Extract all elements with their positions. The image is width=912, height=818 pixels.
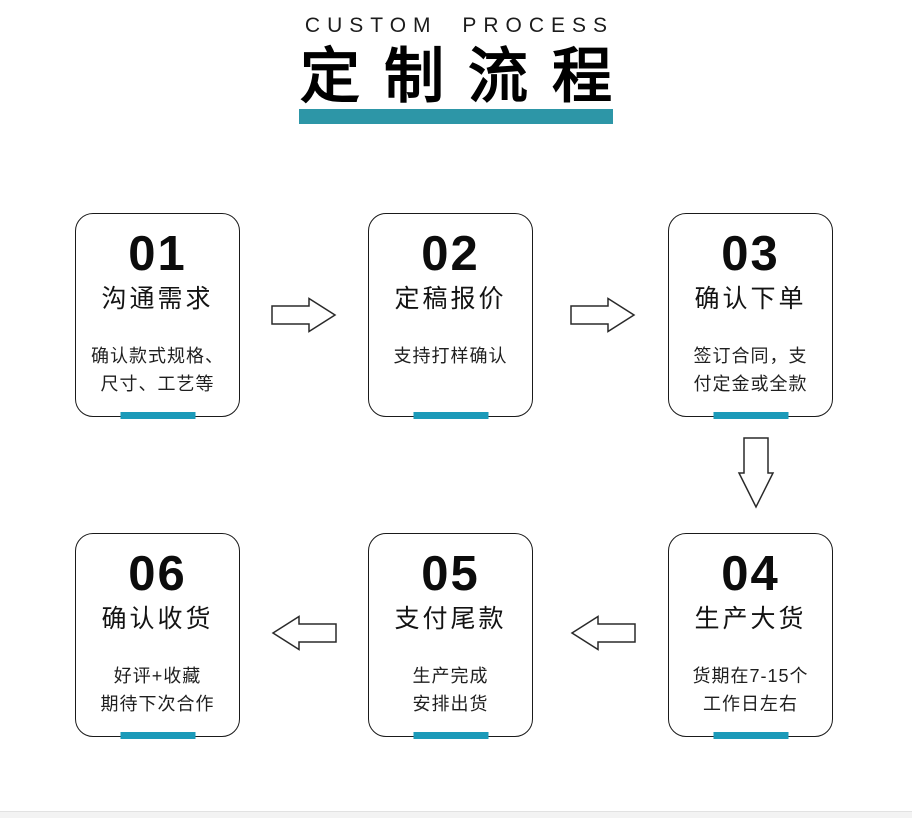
step-title: 确认收货 <box>101 605 214 633</box>
step-card-3: 03 确认下单 签订合同，支 付定金或全款 <box>668 213 833 419</box>
step-title: 支付尾款 <box>394 605 507 633</box>
step-card-6: 06 确认收货 好评+收藏 期待下次合作 <box>75 533 240 739</box>
step-number: 04 <box>721 547 780 601</box>
page-title: 定制流程 <box>300 43 636 110</box>
step-number: 06 <box>128 547 187 601</box>
step-title: 确认下单 <box>694 285 807 313</box>
step-description: 好评+收藏 期待下次合作 <box>100 666 215 714</box>
step-card-4: 04 生产大货 货期在7-15个 工作日左右 <box>668 533 833 739</box>
step-card-1: 01 沟通需求 确认款式规格、 尺寸、工艺等 <box>75 213 240 419</box>
card-accent-underline <box>413 412 488 419</box>
card-accent-underline <box>713 732 788 739</box>
step-card-2: 02 定稿报价 支持打样确认 <box>368 213 533 419</box>
arrow-right-icon <box>271 297 337 333</box>
arrow-right-icon <box>570 297 636 333</box>
step-number: 05 <box>421 547 480 601</box>
step-card-5: 05 支付尾款 生产完成 安排出货 <box>368 533 533 739</box>
step-number: 03 <box>721 227 780 281</box>
step-description: 生产完成 安排出货 <box>412 666 489 714</box>
step-description: 签订合同，支 付定金或全款 <box>693 346 808 394</box>
arrow-left-icon <box>271 615 337 651</box>
card-accent-underline <box>120 412 195 419</box>
step-title: 生产大货 <box>694 605 807 633</box>
title-highlight-bar <box>299 109 613 124</box>
card-accent-underline <box>120 732 195 739</box>
step-title: 定稿报价 <box>394 285 507 313</box>
step-description: 支持打样确认 <box>393 346 508 366</box>
step-title: 沟通需求 <box>101 285 214 313</box>
subtitle-text: CUSTOM PROCESS <box>304 14 615 37</box>
arrow-left-icon <box>570 615 636 651</box>
step-description: 确认款式规格、 尺寸、工艺等 <box>91 346 224 394</box>
page-title-block: 定制流程 <box>0 44 912 124</box>
card-accent-underline <box>713 412 788 419</box>
step-number: 02 <box>421 227 480 281</box>
step-description: 货期在7-15个 工作日左右 <box>692 666 809 714</box>
next-section-strip <box>0 811 912 818</box>
step-number: 01 <box>128 227 187 281</box>
arrow-down-icon <box>737 437 775 509</box>
card-accent-underline <box>413 732 488 739</box>
